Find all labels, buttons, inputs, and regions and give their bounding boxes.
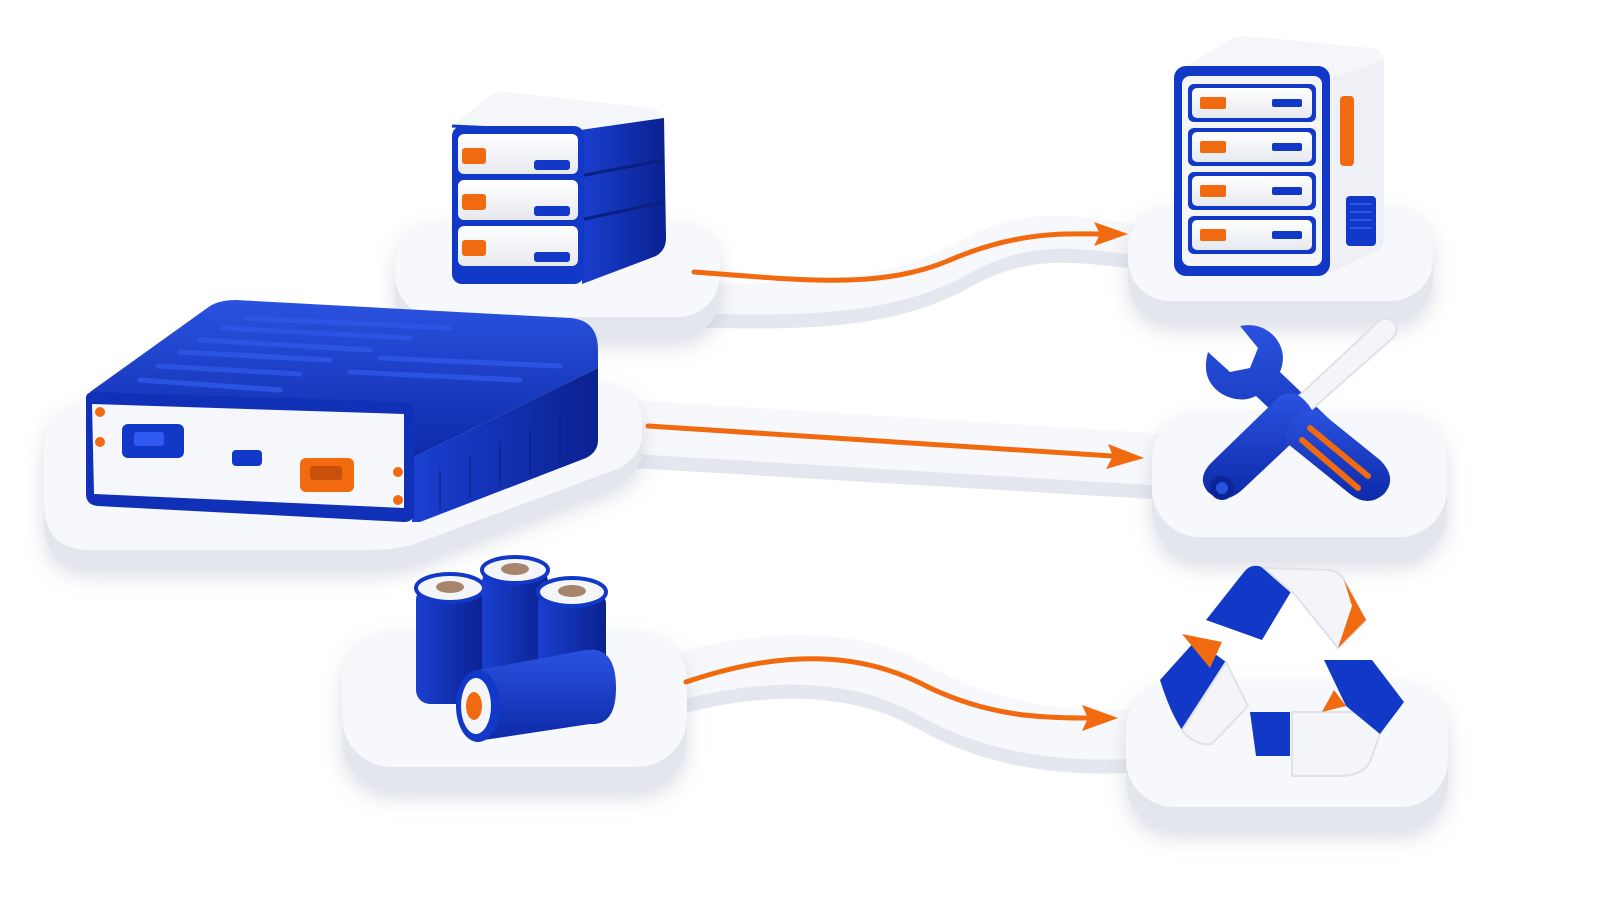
pathway-top: [640, 215, 1160, 329]
orange-arrow-icon: [691, 222, 1128, 283]
stacked-battery-modules-icon: [451, 92, 666, 284]
pathway-middle: [600, 398, 1200, 502]
orange-arrow-icon: [683, 656, 1118, 731]
pathway-bottom: [660, 634, 1160, 774]
orange-arrow-icon: [645, 423, 1144, 469]
recycle-icon: [1160, 565, 1404, 777]
battery-pack-icon: [86, 300, 598, 522]
wrench-screwdriver-icon: [1202, 317, 1398, 501]
cylindrical-battery-cells-icon: [414, 555, 616, 742]
server-rack-cabinet-icon: [1174, 36, 1384, 276]
